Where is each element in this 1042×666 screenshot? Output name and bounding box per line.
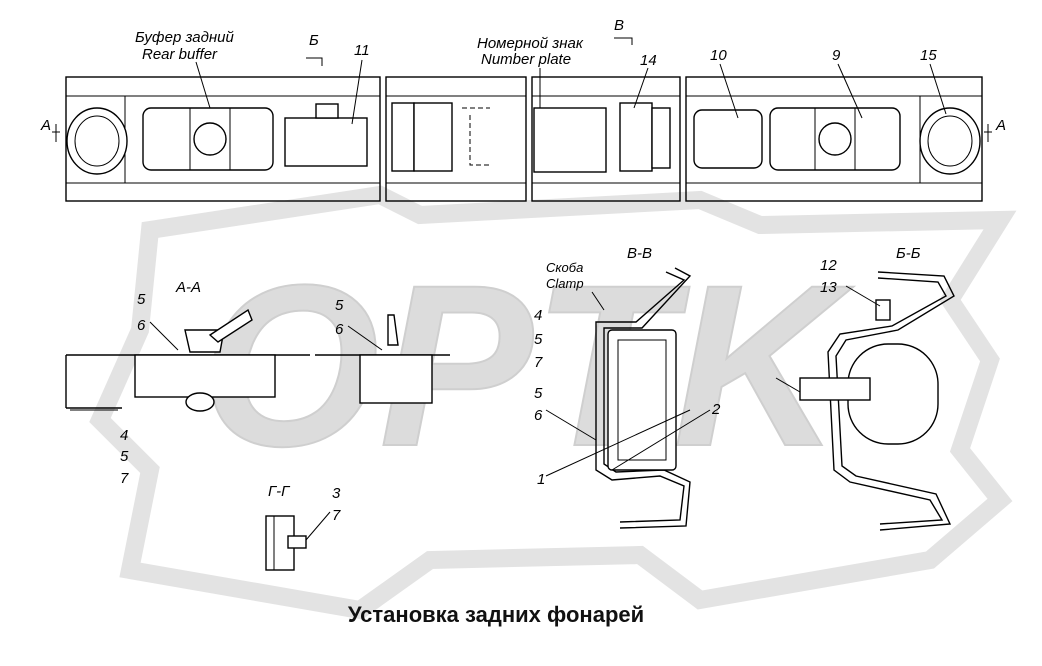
- number-plate-label-en: Number plate: [481, 51, 571, 68]
- rear-buffer-label-en: Rear buffer: [142, 46, 218, 63]
- aa-callout-4: 4: [120, 427, 128, 444]
- vv-callout-1: 1: [537, 471, 545, 488]
- number-plate-label-ru: Номерной знак: [477, 35, 584, 52]
- diagram-title: Установка задних фонарей: [348, 602, 644, 627]
- rear-buffer-view: [65, 76, 983, 202]
- aa-lamp-body: [134, 354, 276, 398]
- aa-callout-6: 6: [137, 317, 146, 334]
- watermark-text: OPTK: [201, 237, 855, 494]
- vv-callout-6: 6: [534, 407, 543, 424]
- vv-bracket: [595, 271, 686, 523]
- buffer-segment-middle-right: [531, 76, 681, 202]
- aa-callout-7: 7: [120, 470, 129, 487]
- section-a-right-mark: А: [995, 117, 1006, 134]
- vv-callout-5: 5: [534, 331, 543, 348]
- section-a-left-mark: А: [40, 117, 51, 134]
- section-vv-title: В-В: [627, 245, 652, 262]
- vv-callout-4: 4: [534, 307, 542, 324]
- section-bb: Б-Б 12 13: [775, 245, 955, 531]
- lamp-10: [693, 109, 763, 169]
- mid-callout-6: 6: [335, 321, 344, 338]
- section-bb-title: Б-Б: [896, 245, 921, 262]
- vv-lamp-body: [607, 329, 677, 471]
- callout-10: 10: [710, 47, 727, 64]
- section-gg-title: Г-Г: [268, 483, 291, 500]
- buffer-segment-middle-left: [385, 76, 527, 202]
- buffer-segment-left: [65, 76, 381, 202]
- section-v-mark: В: [614, 17, 624, 34]
- bb-bracket: [827, 277, 947, 525]
- aa-callout-5: 5: [137, 291, 146, 308]
- vv-callout-7: 7: [534, 354, 543, 371]
- section-aa: А-А 5 6 4 5 7: [65, 279, 310, 487]
- vv-callout-2: 2: [711, 401, 721, 418]
- mid-lamp-body: [359, 354, 433, 404]
- clamp-label-ru: Скоба: [546, 260, 583, 275]
- buffer-segment-right: [685, 76, 983, 202]
- round-lamp-left: [66, 107, 128, 175]
- section-b-mark: Б: [309, 32, 319, 49]
- watermark-gear: [89, 185, 1017, 620]
- callout-9: 9: [832, 47, 841, 64]
- section-mid: 5 6: [315, 297, 450, 404]
- mid-callout-5: 5: [335, 297, 344, 314]
- clamp-label-en: Clamp: [546, 276, 584, 291]
- bb-callout-12: 12: [820, 257, 837, 274]
- aa-callout-5b: 5: [120, 448, 129, 465]
- section-gg: Г-Г 3 7: [265, 483, 341, 571]
- round-lamp-right-15: [919, 107, 981, 175]
- callout-14: 14: [640, 52, 657, 69]
- number-plate-bracket: [533, 107, 607, 173]
- gg-callout-3: 3: [332, 485, 341, 502]
- callout-11: 11: [354, 42, 370, 59]
- rear-buffer-label-ru: Буфер задний: [135, 29, 235, 46]
- callout-15: 15: [920, 47, 937, 64]
- plate-light-11: [284, 117, 368, 167]
- gg-callout-7: 7: [332, 507, 341, 524]
- section-aa-title: А-А: [175, 279, 201, 296]
- section-vv: В-В Скоба Clamp 4 5 7 5 6 1 2: [534, 245, 721, 529]
- bb-callout-13: 13: [820, 279, 837, 296]
- watermark: OPTK: [89, 185, 1017, 620]
- vv-callout-5b: 5: [534, 385, 543, 402]
